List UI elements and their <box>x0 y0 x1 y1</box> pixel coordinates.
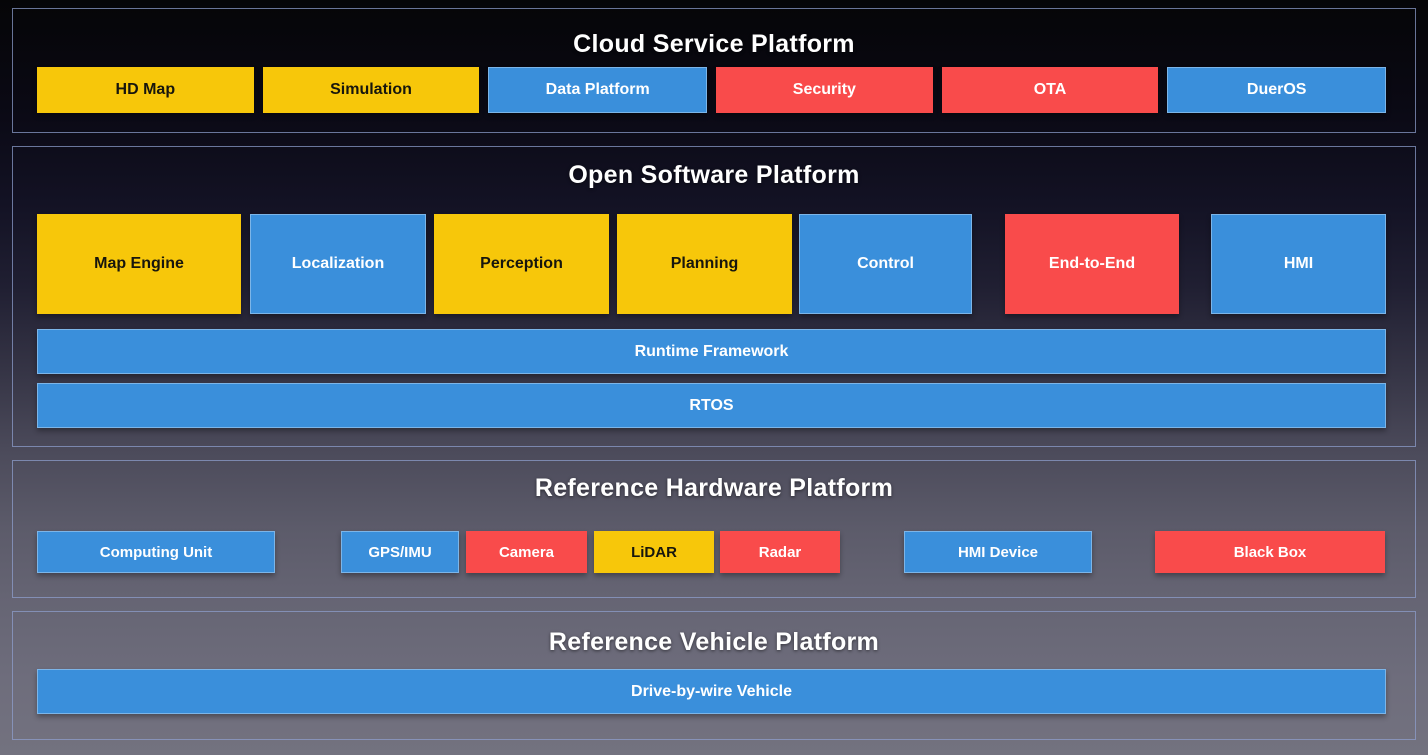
box-radar: Radar <box>720 531 840 573</box>
cloud-section-title: Cloud Service Platform <box>573 30 855 58</box>
box-localization: Localization <box>250 214 426 314</box>
box-dueros: DuerOS <box>1167 67 1387 113</box>
box-gps-imu: GPS/IMU <box>341 531 459 573</box>
box-simulation: Simulation <box>262 67 480 113</box>
hardware-items-row: Computing Unit GPS/IMU Camera LiDAR Rada… <box>37 531 1385 573</box>
box-security: Security <box>716 67 933 113</box>
box-ota: OTA <box>941 67 1159 113</box>
cloud-service-platform-section: Cloud Service Platform HD Map Simulation… <box>12 8 1416 133</box>
box-end-to-end: End-to-End <box>1005 214 1179 314</box>
reference-vehicle-platform-section: Reference Vehicle Platform Drive-by-wire… <box>12 611 1416 740</box>
box-hmi: HMI <box>1211 214 1386 314</box>
hardware-section-title: Reference Hardware Platform <box>534 474 894 502</box>
box-data-platform: Data Platform <box>488 67 708 113</box>
software-modules-row: Map Engine Localization Perception Plann… <box>37 214 1386 314</box>
box-map-engine: Map Engine <box>37 214 241 314</box>
box-planning: Planning <box>617 214 792 314</box>
cloud-items-row: HD Map Simulation Data Platform Security… <box>37 67 1387 113</box>
box-hd-map: HD Map <box>37 67 254 113</box>
box-perception: Perception <box>434 214 609 314</box>
box-rtos: RTOS <box>37 383 1386 428</box>
box-hmi-device: HMI Device <box>904 531 1092 573</box>
vehicle-section-title: Reference Vehicle Platform <box>548 628 880 656</box>
box-drive-by-wire-vehicle: Drive-by-wire Vehicle <box>37 669 1386 714</box>
box-camera: Camera <box>466 531 587 573</box>
open-software-platform-section: Open Software Platform Map Engine Locali… <box>12 146 1416 447</box>
reference-hardware-platform-section: Reference Hardware Platform Computing Un… <box>12 460 1416 598</box>
box-black-box: Black Box <box>1155 531 1385 573</box>
software-section-title: Open Software Platform <box>568 161 860 189</box>
box-control: Control <box>799 214 972 314</box>
box-lidar: LiDAR <box>594 531 714 573</box>
box-runtime-framework: Runtime Framework <box>37 329 1386 374</box>
box-computing-unit: Computing Unit <box>37 531 275 573</box>
